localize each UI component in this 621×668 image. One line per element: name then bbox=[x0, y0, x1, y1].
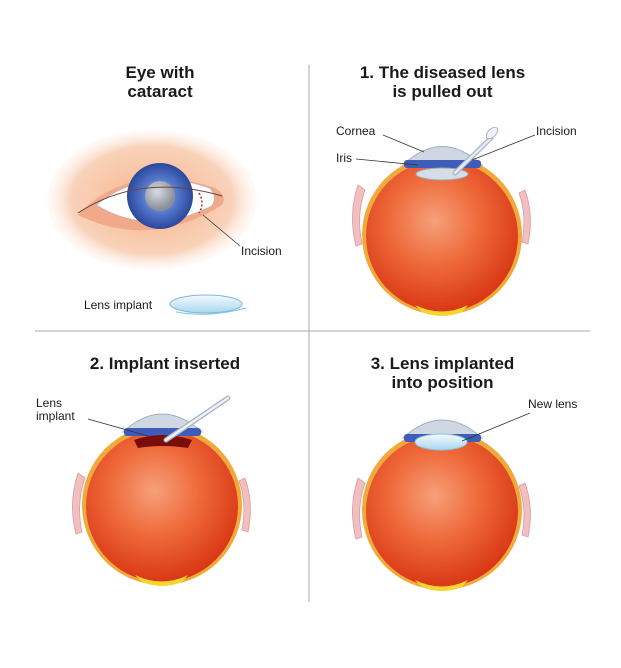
leader-incision-0 bbox=[202, 214, 241, 247]
label-new-lens: New lens bbox=[528, 397, 578, 411]
label-incision-0: Incision bbox=[241, 244, 282, 258]
leader-cornea bbox=[382, 134, 425, 153]
eyeball-1 bbox=[352, 126, 531, 316]
cataract-eye-illustration bbox=[47, 130, 257, 270]
label-lens-implant-0: Lens implant bbox=[84, 298, 153, 312]
label-incision-1: Incision bbox=[536, 124, 577, 138]
leader-new-lens bbox=[461, 412, 531, 442]
lens-implant-illustration bbox=[169, 294, 247, 315]
leader-lens-implant-2 bbox=[87, 418, 149, 437]
eyeball-3 bbox=[352, 419, 531, 591]
label-cornea: Cornea bbox=[336, 124, 376, 138]
leader-incision-1 bbox=[471, 134, 536, 161]
label-iris: Iris bbox=[336, 151, 352, 165]
eyeball-2 bbox=[72, 395, 251, 586]
leader-iris bbox=[355, 158, 419, 166]
panel-title-step-2: 2. Implant inserted bbox=[89, 354, 241, 373]
